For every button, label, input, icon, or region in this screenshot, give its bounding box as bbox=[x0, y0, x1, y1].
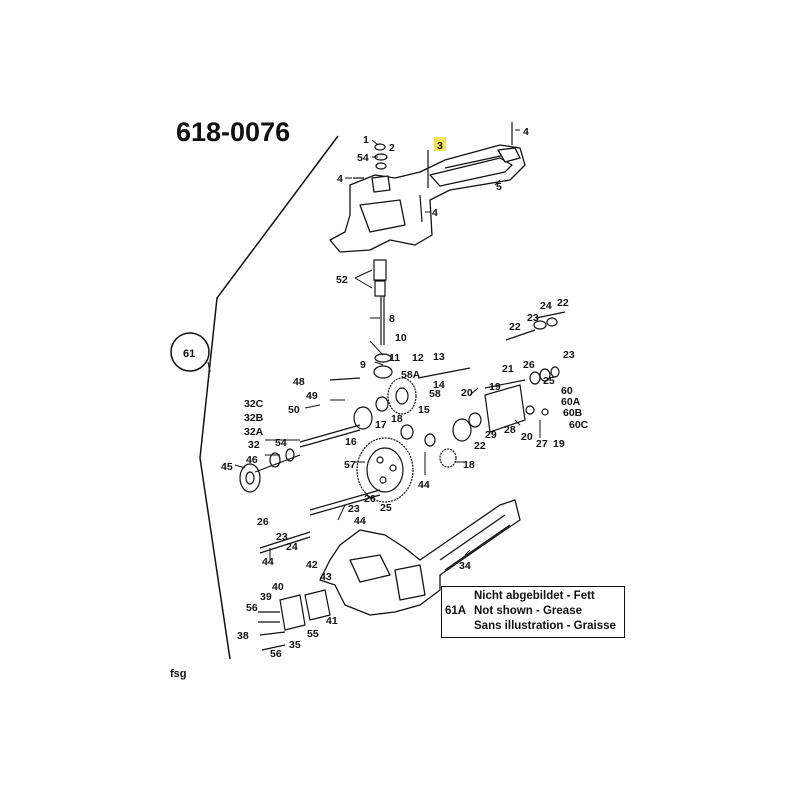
part-label: 44 bbox=[354, 515, 366, 527]
part-label: 18 bbox=[463, 459, 475, 471]
callout-label: 61 bbox=[183, 348, 195, 360]
part-label: 60 bbox=[561, 385, 573, 397]
part-label: 18 bbox=[391, 413, 403, 425]
lower-housing bbox=[319, 499, 521, 616]
part-label: 56 bbox=[246, 602, 258, 614]
part-label: 14 bbox=[433, 379, 445, 391]
part-label: 11 bbox=[389, 352, 400, 364]
part-label: 32C bbox=[244, 398, 264, 410]
part-label: 60A bbox=[561, 396, 581, 408]
legend-line-en: Not shown - Grease bbox=[474, 605, 582, 617]
top-column-parts bbox=[353, 122, 513, 345]
part-label: 24 bbox=[286, 541, 298, 553]
part-label: 58 bbox=[429, 388, 441, 400]
part-label: 1 bbox=[363, 134, 369, 146]
part-label: 41 bbox=[326, 615, 338, 627]
part-label: 19 bbox=[553, 438, 565, 450]
shafts bbox=[254, 311, 566, 554]
part-label: 20 bbox=[461, 387, 473, 399]
part-label: 40 bbox=[272, 581, 284, 593]
part-label: 15 bbox=[418, 404, 430, 416]
part-label: 29 bbox=[485, 429, 497, 441]
part-label: 23 bbox=[527, 312, 539, 324]
part-label: 56 bbox=[270, 648, 282, 660]
page-title: 618-0076 bbox=[176, 117, 291, 147]
part-label: 49 bbox=[306, 390, 318, 402]
part-label: 13 bbox=[433, 351, 445, 363]
part-label: 4 bbox=[337, 173, 343, 185]
legend-box: 61A Nicht abgebildet - Fett Not shown - … bbox=[441, 586, 625, 638]
part-label: 16 bbox=[345, 436, 357, 448]
gear-train bbox=[239, 353, 482, 503]
part-label: 58A bbox=[401, 369, 421, 381]
part-label: 17 bbox=[375, 419, 387, 431]
part-label: 39 bbox=[260, 591, 272, 603]
group-bracket bbox=[199, 135, 339, 660]
part-label: 2 bbox=[389, 142, 395, 154]
part-label: 54 bbox=[357, 152, 369, 164]
part-label: 22 bbox=[509, 321, 521, 333]
part-label: 23 bbox=[348, 503, 360, 515]
part-label: 32 bbox=[248, 439, 260, 451]
part-label: 9 bbox=[360, 359, 366, 371]
part-label: 32A bbox=[244, 426, 264, 438]
part-label: 12 bbox=[412, 352, 424, 364]
callout-circle bbox=[170, 332, 210, 372]
leader-lines bbox=[234, 129, 541, 560]
part-label: 43 bbox=[320, 571, 332, 583]
part-label: 57 bbox=[344, 459, 356, 471]
part-label: 22 bbox=[557, 297, 569, 309]
part-label: 26 bbox=[523, 359, 535, 371]
part-label: 4 bbox=[432, 207, 438, 219]
part-label: 55 bbox=[307, 628, 319, 640]
part-label: 26 bbox=[257, 516, 269, 528]
part-label: 21 bbox=[502, 363, 514, 375]
part-label: 44 bbox=[262, 556, 274, 568]
part-label: 22 bbox=[474, 440, 486, 452]
part-label: 27 bbox=[536, 438, 548, 450]
highlight-marker bbox=[434, 137, 446, 151]
legend-line-fr: Sans illustration - Graisse bbox=[474, 620, 616, 632]
part-label: 25 bbox=[543, 375, 555, 387]
part-label: 4 bbox=[523, 126, 529, 138]
part-label: 32B bbox=[244, 412, 264, 424]
part-label: 23 bbox=[276, 531, 288, 543]
part-label: 60B bbox=[563, 407, 583, 419]
part-label: 48 bbox=[293, 376, 305, 388]
part-label: 10 bbox=[395, 332, 407, 344]
part-label: 46 bbox=[246, 454, 258, 466]
part-label: 60C bbox=[569, 419, 589, 431]
part-label: 3 bbox=[437, 140, 443, 152]
part-label: 26 bbox=[364, 493, 376, 505]
legend-line-de: Nicht abgebildet - Fett bbox=[474, 590, 595, 602]
part-label: 42 bbox=[306, 559, 318, 571]
part-label: 44 bbox=[418, 479, 430, 491]
part-label: 35 bbox=[289, 639, 301, 651]
part-label: 38 bbox=[237, 630, 249, 642]
part-label: 20 bbox=[521, 431, 533, 443]
part-label: 24 bbox=[540, 300, 552, 312]
part-label: 25 bbox=[380, 502, 392, 514]
part-label: 54 bbox=[275, 437, 287, 449]
part-label: 28 bbox=[504, 424, 516, 436]
upper-housing bbox=[329, 144, 526, 253]
part-label: 45 bbox=[221, 461, 233, 473]
part-label: 23 bbox=[563, 349, 575, 361]
lower-left-brackets bbox=[258, 589, 331, 651]
footer-code: fsg bbox=[170, 668, 187, 680]
part-label: 8 bbox=[389, 313, 395, 325]
part-label: 34 bbox=[459, 560, 471, 572]
part-label: 50 bbox=[288, 404, 300, 416]
part-label: 5 bbox=[496, 181, 502, 193]
part-label: 52 bbox=[336, 274, 348, 286]
part-label: 19 bbox=[489, 381, 501, 393]
legend-key: 61A bbox=[445, 605, 467, 617]
